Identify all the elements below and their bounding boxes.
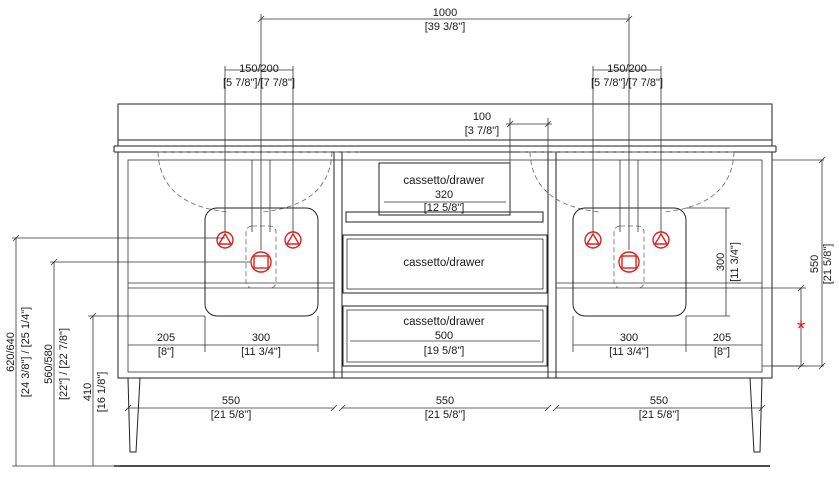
svg-text:150/200: 150/200 (607, 63, 647, 75)
dim-drawer-top-width: 320 [12 5/8"] (384, 189, 506, 214)
svg-text:[11 3/4"]: [11 3/4"] (609, 346, 649, 358)
svg-text:[19 5/8"]: [19 5/8"] (424, 345, 465, 357)
svg-text:205: 205 (713, 332, 731, 344)
dim-height-620-640: 620/640 [24 3/8"] / [25 1/4"] (5, 234, 225, 466)
svg-text:410: 410 (82, 383, 94, 401)
dim-bottom-left-550: 550 [21 5/8"] (124, 395, 338, 421)
cabinet-frame (117, 151, 773, 379)
svg-text:500: 500 (435, 330, 453, 342)
svg-text:[22"] / [22 7/8"]: [22"] / [22 7/8"] (58, 328, 70, 400)
cabinet-legs (114, 377, 770, 467)
svg-text:150/200: 150/200 (239, 63, 279, 75)
dim-overall-width: 1000 [39 3/8"] (257, 7, 633, 250)
svg-text:550: 550 (436, 395, 454, 407)
drawer-middle: cassetto/drawer (342, 234, 548, 294)
dim-height-410: 410 [16 1/8"] (82, 312, 205, 466)
svg-text:100: 100 (473, 111, 491, 123)
drawer-bottom-label: cassetto/drawer (403, 316, 484, 328)
drawer-middle-label: cassetto/drawer (403, 257, 484, 269)
dim-spacing-right: 150/200 [5 7/8"]/[7 7/8"] (591, 63, 663, 232)
svg-text:300: 300 (620, 332, 638, 344)
countertop (113, 103, 777, 153)
svg-text:560/580: 560/580 (43, 344, 55, 384)
svg-text:[8"]: [8"] (714, 346, 730, 358)
svg-text:300: 300 (715, 253, 727, 271)
dim-basin-height-right: 300 [11 3/4"] (686, 207, 741, 317)
dim-center-gap: 100 [3 7/8"] (465, 111, 552, 214)
dim-right-205: 205 [8"] (686, 332, 762, 358)
svg-text:550: 550 (809, 255, 821, 273)
dim-drawer-bottom-width: 500 [19 5/8"] (350, 330, 540, 357)
svg-text:[21 5/8"]: [21 5/8"] (211, 409, 252, 421)
svg-text:[21 5/8"]: [21 5/8"] (425, 409, 466, 421)
dim-left-300: 300 [11 3/4"] (205, 316, 319, 358)
asterisk-mark: * (797, 316, 806, 341)
basin-left (157, 151, 360, 317)
svg-text:[24 3/8"] / [25 1/4"]: [24 3/8"] / [25 1/4"] (20, 307, 32, 397)
drawer-top-label: cassetto/drawer (403, 175, 484, 187)
svg-text:[11 3/4"]: [11 3/4"] (729, 242, 741, 282)
dim-height-560-580: 560/580 [22"] / [22 7/8"] (43, 258, 250, 466)
svg-text:[21 5/8"]: [21 5/8"] (822, 244, 834, 285)
svg-text:[21 5/8"]: [21 5/8"] (639, 409, 680, 421)
svg-text:[3 7/8"]: [3 7/8"] (465, 125, 499, 137)
drawer-bottom: cassetto/drawer (342, 305, 548, 367)
svg-text:[5 7/8"]/[7 7/8"]: [5 7/8"]/[7 7/8"] (591, 77, 663, 89)
svg-text:550: 550 (222, 395, 240, 407)
svg-text:[39 3/8"]: [39 3/8"] (425, 21, 466, 33)
svg-text:1000: 1000 (433, 7, 457, 19)
dim-spacing-left: 150/200 [5 7/8"]/[7 7/8"] (223, 63, 295, 232)
dim-left-205: 205 [8"] (128, 316, 206, 358)
svg-text:[5 7/8"]/[7 7/8"]: [5 7/8"]/[7 7/8"] (223, 77, 295, 89)
drain-marker-right (618, 251, 640, 273)
dim-asterisk-height: * (762, 284, 806, 370)
svg-text:[8"]: [8"] (158, 346, 174, 358)
svg-text:550: 550 (650, 395, 668, 407)
basin-right (520, 151, 736, 317)
dim-bottom-mid-550: 550 [21 5/8"] (338, 395, 552, 421)
svg-text:[12 5/8"]: [12 5/8"] (424, 202, 465, 214)
svg-text:205: 205 (157, 332, 175, 344)
dim-right-300: 300 [11 3/4"] (572, 316, 687, 358)
svg-text:620/640: 620/640 (5, 332, 17, 372)
dim-bottom-right-550: 550 [21 5/8"] (552, 395, 766, 421)
svg-text:300: 300 (252, 332, 270, 344)
svg-text:320: 320 (435, 189, 453, 201)
svg-text:[11 3/4"]: [11 3/4"] (241, 346, 281, 358)
drain-marker-left (250, 251, 272, 273)
svg-text:[16 1/8"]: [16 1/8"] (96, 372, 108, 413)
